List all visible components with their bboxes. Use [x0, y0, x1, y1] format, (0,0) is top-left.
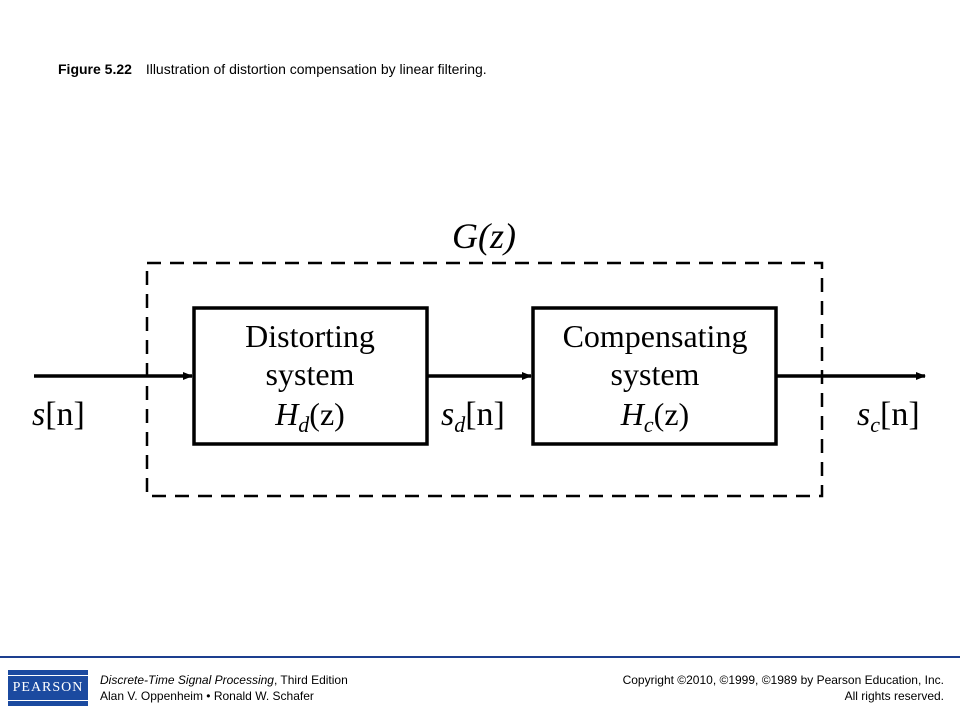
tf-subscript: c: [644, 412, 654, 437]
tf-base: H: [620, 396, 646, 432]
input-signal-label: s[n]: [32, 396, 85, 433]
copyright-notice: Copyright ©2010, ©1999, ©1989 by Pearson…: [623, 672, 944, 704]
output-signal-label: sc[n]: [857, 396, 920, 437]
figure-caption: Figure 5.22 Illustration of distortion c…: [58, 61, 487, 77]
book-title: Discrete-Time Signal Processing: [100, 673, 274, 687]
dashed-group-box: [145, 261, 824, 498]
distorting-system-block: [192, 306, 429, 446]
compensating-block-line1: Compensating: [563, 318, 748, 354]
caption-text: Illustration of distortion compensation …: [145, 61, 487, 77]
book-edition: , Third Edition: [273, 673, 348, 687]
compensating-transfer-function: Hc(z): [620, 396, 689, 437]
logo-text: PEARSON: [5, 675, 91, 701]
footer-rule: [0, 656, 960, 658]
compensating-block-line2: system: [611, 356, 700, 392]
rights-line: All rights reserved.: [844, 689, 944, 703]
distorting-block-line1: Distorting: [245, 318, 375, 354]
distorting-transfer-function: Hd(z): [274, 396, 345, 437]
tf-argument: (z): [654, 396, 690, 432]
group-label: G(z): [452, 216, 516, 256]
distorting-block-line2: system: [266, 356, 355, 392]
pearson-logo: PEARSON: [5, 670, 91, 706]
figure-number: Figure 5.22: [58, 61, 132, 77]
tf-subscript: d: [298, 412, 310, 437]
intermediate-signal-label: sd[n]: [441, 396, 505, 437]
tf-base: H: [274, 396, 300, 432]
tf-argument: (z): [309, 396, 345, 432]
compensating-system-block: [531, 306, 778, 446]
book-authors: Alan V. Oppenheim • Ronald W. Schafer: [100, 689, 314, 703]
copyright-line: Copyright ©2010, ©1999, ©1989 by Pearson…: [622, 673, 944, 687]
book-title-line: Discrete-Time Signal Processing, Third E…: [100, 672, 348, 688]
book-credit: Discrete-Time Signal Processing, Third E…: [100, 672, 348, 704]
